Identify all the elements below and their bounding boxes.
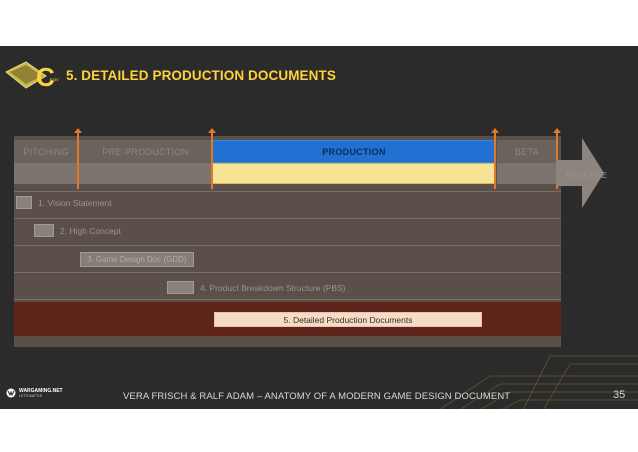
page-number: 35: [613, 389, 626, 401]
wargaming-icon: [6, 388, 16, 398]
doc-marker: [167, 281, 194, 294]
wargaming-logo: WARGAMING.NET LET'S BATTLE: [6, 388, 63, 398]
release-label: Release: [566, 170, 608, 180]
milestone-marker: [491, 128, 499, 189]
decorative-lines: [439, 355, 638, 409]
doc-vision-statement: 1. Vision Statement: [16, 196, 112, 209]
logo-small-text: Kyiv: [50, 77, 59, 82]
phase-pre-production: Pre-Production: [79, 140, 212, 163]
conference-logo: C Kyiv: [5, 61, 59, 92]
milestone-marker: [74, 128, 82, 189]
phase-label: Pre-Production: [102, 146, 189, 157]
footer-text: VERA FRISCH & RALF ADAM – ANATOMY OF A M…: [123, 391, 511, 402]
beta-bar: [497, 163, 557, 184]
phase-production: Production: [212, 140, 496, 163]
doc-gdd: 3. Game Design Doc (GDD): [80, 252, 194, 267]
row-divider: [14, 191, 561, 192]
row-divider: [14, 218, 561, 219]
doc-marker: [34, 224, 54, 237]
logo-tagline: LET'S BATTLE: [19, 394, 43, 398]
doc-marker: [16, 196, 32, 209]
slide-title: 5. DETAILED PRODUCTION DOCUMENTS: [66, 68, 336, 83]
phase-label: Production: [322, 146, 386, 157]
doc-label: 2. High Concept: [60, 225, 121, 236]
phase-label: Beta: [514, 146, 540, 157]
doc-detailed-production: 5. Detailed Production Documents: [214, 312, 482, 327]
doc-label: 1. Vision Statement: [38, 197, 112, 208]
svg-text:C: C: [36, 62, 55, 92]
doc-high-concept: 2. High Concept: [34, 224, 121, 237]
phase-pitching: Pitching: [14, 140, 78, 163]
production-bar: [212, 163, 496, 184]
row-divider: [14, 299, 561, 300]
release-arrow-icon: [556, 138, 604, 208]
slide: C Kyiv 5. DETAILED PRODUCTION DOCUMENTS …: [0, 46, 638, 409]
row-divider: [14, 272, 561, 273]
doc-label: 4. Product Breakdown Structure (PBS): [200, 282, 346, 293]
pre-production-bar: [14, 163, 212, 184]
phase-beta: Beta: [497, 140, 557, 163]
doc-label: 3. Game Design Doc (GDD): [80, 252, 194, 267]
phase-label: Pitching: [23, 146, 69, 157]
doc-label: 5. Detailed Production Documents: [283, 314, 413, 325]
milestone-marker: [208, 128, 216, 189]
doc-pbs: 4. Product Breakdown Structure (PBS): [167, 281, 346, 294]
row-divider: [14, 245, 561, 246]
logo-name: WARGAMING.NET: [19, 388, 63, 394]
